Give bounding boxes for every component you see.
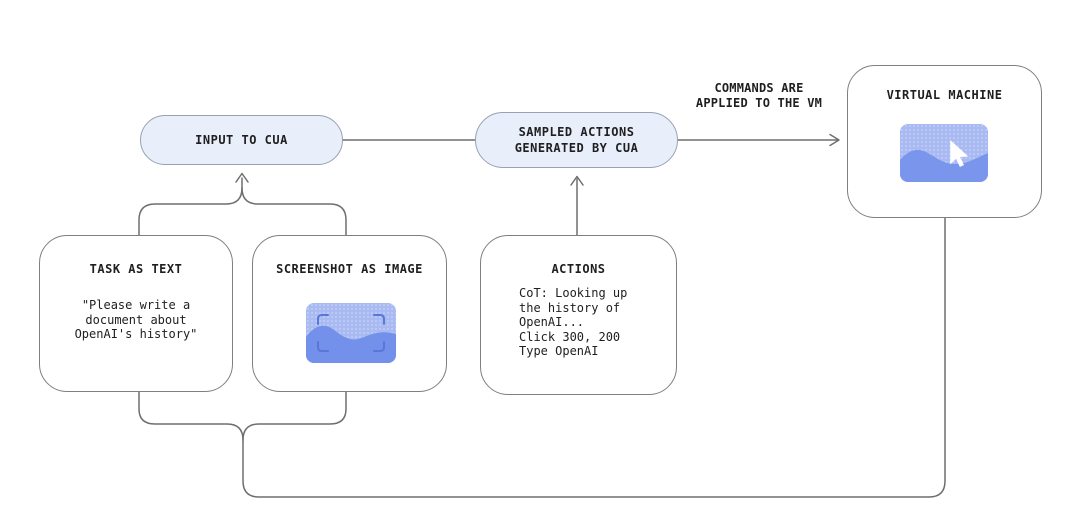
screenshot-as-image-title: SCREENSHOT AS IMAGE <box>276 262 423 276</box>
virtual-machine-box: VIRTUAL MACHINE <box>847 65 1042 218</box>
merge-bottom-left-loop <box>138 217 946 498</box>
viewfinder-brackets-icon <box>317 314 385 352</box>
merge-bottom-right <box>242 391 347 441</box>
cursor-arrow-icon <box>950 140 969 167</box>
screenshot-wave-shape <box>306 325 396 363</box>
screen-wave-shape <box>900 149 988 182</box>
sampled-actions-node: SAMPLED ACTIONS GENERATED BY CUA <box>475 112 678 168</box>
arrowhead-input <box>235 172 249 183</box>
screen-with-cursor-icon <box>900 124 988 182</box>
merge-top-right <box>241 187 347 236</box>
input-to-cua-node: INPUT TO CUA <box>140 115 343 165</box>
screenshot-frame-icon <box>306 303 396 363</box>
task-as-text-title: TASK AS TEXT <box>89 262 183 276</box>
virtual-machine-title: VIRTUAL MACHINE <box>886 88 1003 102</box>
commands-applied-caption: COMMANDS ARE APPLIED TO THE VM <box>695 81 823 110</box>
task-as-text-box: TASK AS TEXT "Please write a document ab… <box>39 235 233 392</box>
actions-box: ACTIONS CoT: Looking up the history of O… <box>480 235 677 395</box>
arrowhead-sampled <box>570 175 584 186</box>
actions-cot-text: CoT: Looking up the history of OpenAI...… <box>519 286 628 358</box>
arrowhead-vm <box>829 133 840 147</box>
merge-top-left <box>138 177 243 236</box>
input-to-cua-label: INPUT TO CUA <box>195 133 288 147</box>
sampled-actions-label: SAMPLED ACTIONS GENERATED BY CUA <box>514 125 639 155</box>
actions-title: ACTIONS <box>551 262 606 276</box>
screenshot-as-image-box: SCREENSHOT AS IMAGE <box>252 235 447 392</box>
task-quote-text: "Please write a document about OpenAI's … <box>74 298 198 341</box>
